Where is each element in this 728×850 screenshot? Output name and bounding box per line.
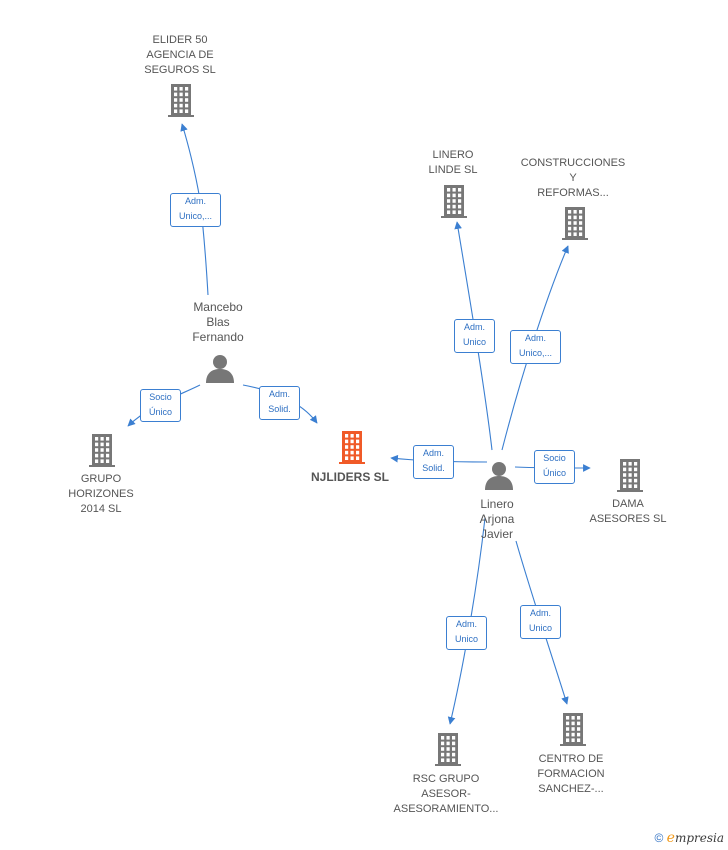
building-icon-linde[interactable] — [441, 185, 467, 218]
relation-linero-construcciones[interactable]: Adm. Unico,... — [510, 330, 561, 364]
building-icon-rsc[interactable] — [435, 733, 461, 766]
brand-logo-e: e — [666, 830, 675, 846]
building-icon-grupo[interactable] — [89, 434, 115, 467]
footer-brand: © empresia — [654, 830, 724, 846]
relation-linero-centro[interactable]: Adm. Unico — [520, 605, 561, 639]
relation-mancebo-elider[interactable]: Adm. Unico,... — [170, 193, 221, 227]
relation-linero-njliders[interactable]: Adm. Solid. — [413, 445, 454, 479]
relation-linero-rsc[interactable]: Adm. Unico — [446, 616, 487, 650]
building-icon-elider[interactable] — [168, 84, 194, 117]
node-icons — [89, 84, 643, 766]
node-label-mancebo[interactable]: Mancebo Blas Fernando — [192, 300, 244, 344]
node-label-rsc[interactable]: RSC GRUPO ASESOR- ASESORAMIENTO... — [393, 773, 499, 815]
relation-mancebo-grupo[interactable]: Socio Único — [140, 389, 181, 422]
brand-name: mpresia — [674, 831, 724, 845]
person-icon-mancebo[interactable] — [206, 355, 234, 383]
copyright-icon: © — [654, 831, 664, 845]
node-label-elider[interactable]: ELIDER 50 AGENCIA DE SEGUROS SL — [144, 34, 216, 76]
relation-linero-dama[interactable]: Socio Único — [534, 450, 575, 484]
relation-mancebo-njliders[interactable]: Adm. Solid. — [259, 386, 300, 420]
node-label-grupo[interactable]: GRUPO HORIZONES 2014 SL — [68, 473, 134, 515]
building-icon-centro[interactable] — [560, 713, 586, 746]
node-label-centro[interactable]: CENTRO DE FORMACION SANCHEZ-... — [537, 753, 605, 795]
building-icon-njliders[interactable] — [339, 431, 365, 464]
relation-linero-linde[interactable]: Adm. Unico — [454, 319, 495, 353]
node-label-njliders[interactable]: NJLIDERS SL — [310, 470, 390, 484]
node-label-dama[interactable]: DAMA ASESORES SL — [589, 498, 667, 525]
node-label-linero[interactable]: Linero Arjona Javier — [479, 497, 515, 541]
building-icon-construcciones[interactable] — [562, 207, 588, 240]
building-icon-dama[interactable] — [617, 459, 643, 492]
person-icon-linero[interactable] — [485, 462, 513, 490]
node-label-linde[interactable]: LINERO LINDE SL — [428, 149, 478, 176]
node-label-construcciones[interactable]: CONSTRUCCIONES Y REFORMAS... — [520, 157, 626, 199]
